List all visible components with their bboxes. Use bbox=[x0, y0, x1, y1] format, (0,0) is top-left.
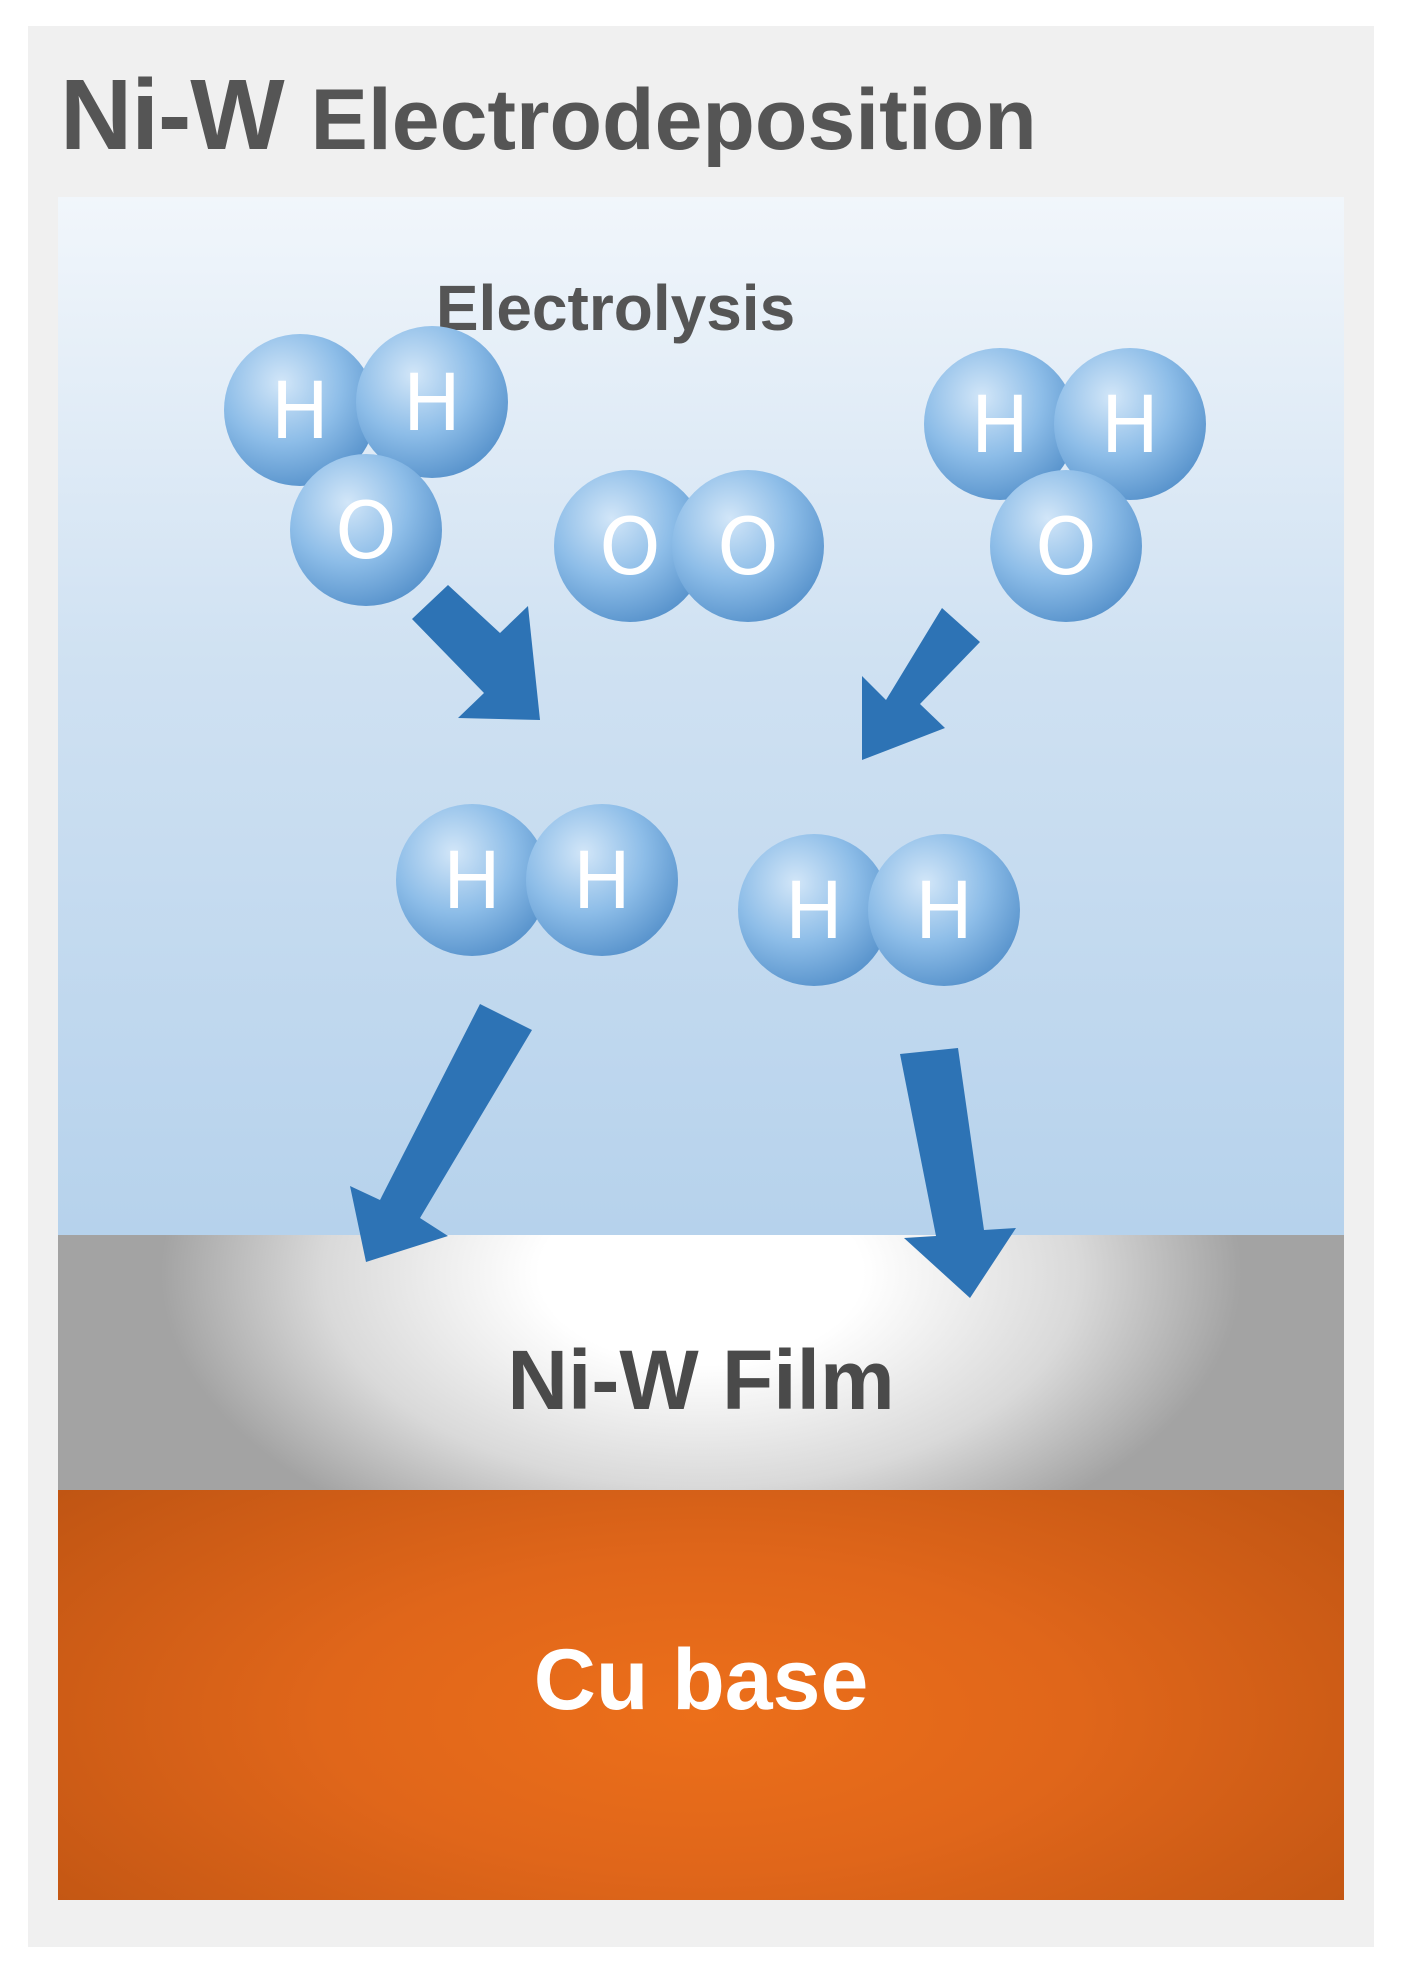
electrolysis-label: Electrolysis bbox=[435, 272, 796, 344]
cu-base-layer: Cu base bbox=[58, 1490, 1344, 1900]
ni-w-film-label: Ni-W Film bbox=[507, 1333, 895, 1427]
title-rest: Electrodeposition bbox=[310, 72, 1037, 168]
electrolyte-solution: Electrolysis bbox=[58, 197, 1344, 1235]
title-prefix: Ni-W bbox=[60, 59, 285, 171]
diagram-frame: Ni-W Electrodeposition Electrolysis Ni-W… bbox=[28, 26, 1374, 1947]
diagram-title: Ni-W Electrodeposition bbox=[60, 60, 1037, 175]
ni-w-film-layer: Ni-W Film bbox=[58, 1235, 1344, 1490]
cu-base-label: Cu base bbox=[533, 1632, 869, 1728]
